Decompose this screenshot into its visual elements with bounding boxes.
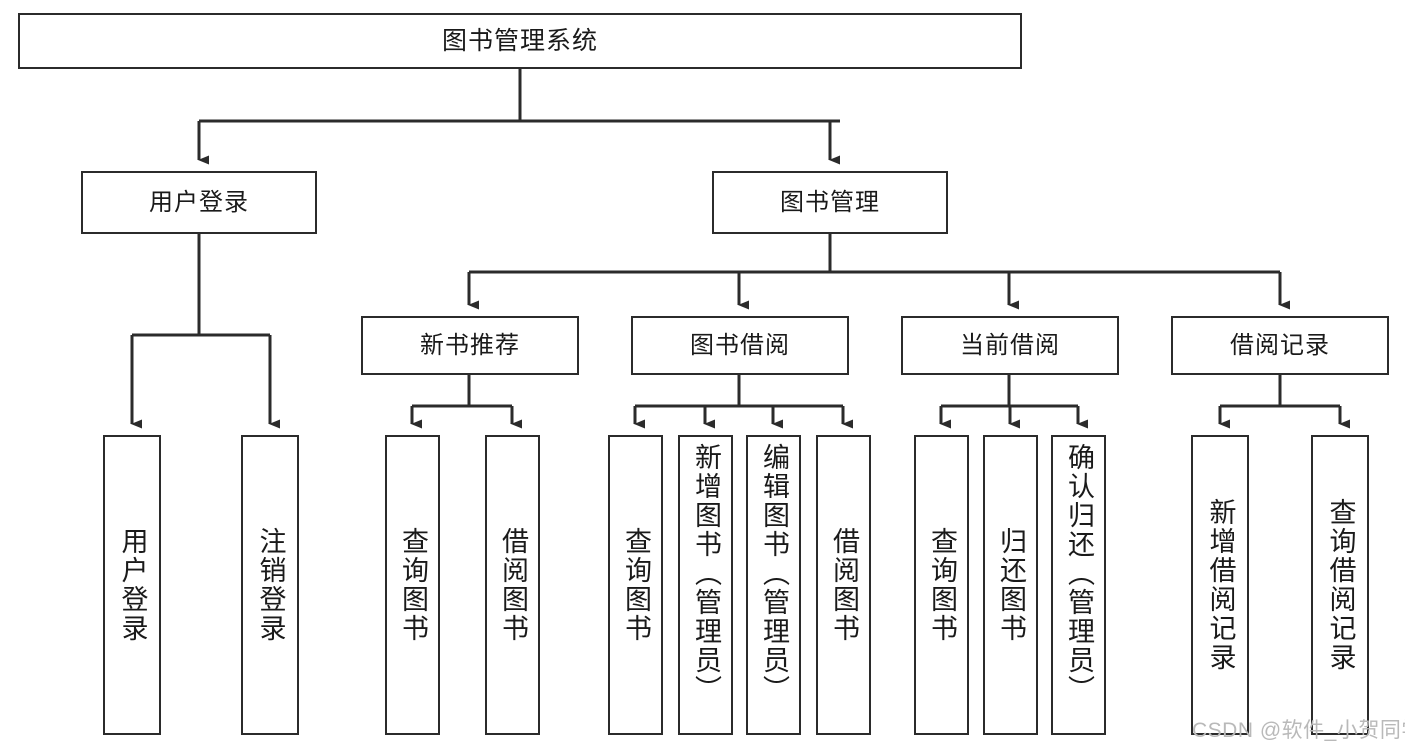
leaf-borrow-edit-label: 编辑图书（管理员）	[759, 443, 789, 704]
node-book-borrow[interactable]: 图书借阅	[631, 316, 849, 375]
leaf-cur-return[interactable]: 归还图书	[983, 435, 1038, 735]
leaf-borrow-search[interactable]: 查询图书	[608, 435, 663, 735]
leaf-record-query[interactable]: 查询借阅记录	[1311, 435, 1369, 735]
node-root-label: 图书管理系统	[441, 26, 598, 55]
leaf-rec-borrow[interactable]: 借阅图书	[485, 435, 540, 735]
leaf-user-logout[interactable]: 注销登录	[241, 435, 299, 735]
leaf-record-add-label: 新增借阅记录	[1205, 498, 1236, 672]
csdn-watermark: CSDN @软件_小贺同学	[1192, 719, 1405, 742]
leaf-cur-return-label: 归还图书	[996, 527, 1026, 643]
leaf-borrow-add-label: 新增图书（管理员）	[691, 443, 721, 704]
node-borrow-record-label: 借阅记录	[1230, 331, 1330, 359]
leaf-user-login[interactable]: 用户登录	[103, 435, 161, 735]
node-user-login-label: 用户登录	[149, 188, 249, 216]
leaf-borrow-search-label: 查询图书	[621, 527, 651, 643]
node-user-login[interactable]: 用户登录	[81, 171, 317, 234]
node-book-manage[interactable]: 图书管理	[712, 171, 948, 234]
node-current-borrow[interactable]: 当前借阅	[901, 316, 1119, 375]
node-root[interactable]: 图书管理系统	[18, 13, 1022, 69]
node-book-borrow-label: 图书借阅	[690, 331, 790, 359]
leaf-cur-search[interactable]: 查询图书	[914, 435, 969, 735]
leaf-borrow-add[interactable]: 新增图书（管理员）	[678, 435, 733, 735]
leaf-borrow-lend-label: 借阅图书	[829, 527, 859, 643]
leaf-user-logout-label: 注销登录	[255, 527, 286, 643]
leaf-record-query-label: 查询借阅记录	[1325, 498, 1356, 672]
node-new-book-rec-label: 新书推荐	[420, 331, 520, 359]
leaf-record-add[interactable]: 新增借阅记录	[1191, 435, 1249, 735]
leaf-cur-search-label: 查询图书	[927, 527, 957, 643]
leaf-cur-confirm-label: 确认归还（管理员）	[1064, 443, 1094, 704]
node-book-manage-label: 图书管理	[780, 188, 880, 216]
node-current-borrow-label: 当前借阅	[960, 331, 1060, 359]
node-borrow-record[interactable]: 借阅记录	[1171, 316, 1389, 375]
leaf-borrow-lend[interactable]: 借阅图书	[816, 435, 871, 735]
leaf-cur-confirm[interactable]: 确认归还（管理员）	[1051, 435, 1106, 735]
node-new-book-rec[interactable]: 新书推荐	[361, 316, 579, 375]
leaf-borrow-edit[interactable]: 编辑图书（管理员）	[746, 435, 801, 735]
leaf-rec-search-label: 查询图书	[398, 527, 428, 643]
leaf-rec-borrow-label: 借阅图书	[498, 527, 528, 643]
leaf-rec-search[interactable]: 查询图书	[385, 435, 440, 735]
leaf-user-login-label: 用户登录	[117, 527, 148, 643]
